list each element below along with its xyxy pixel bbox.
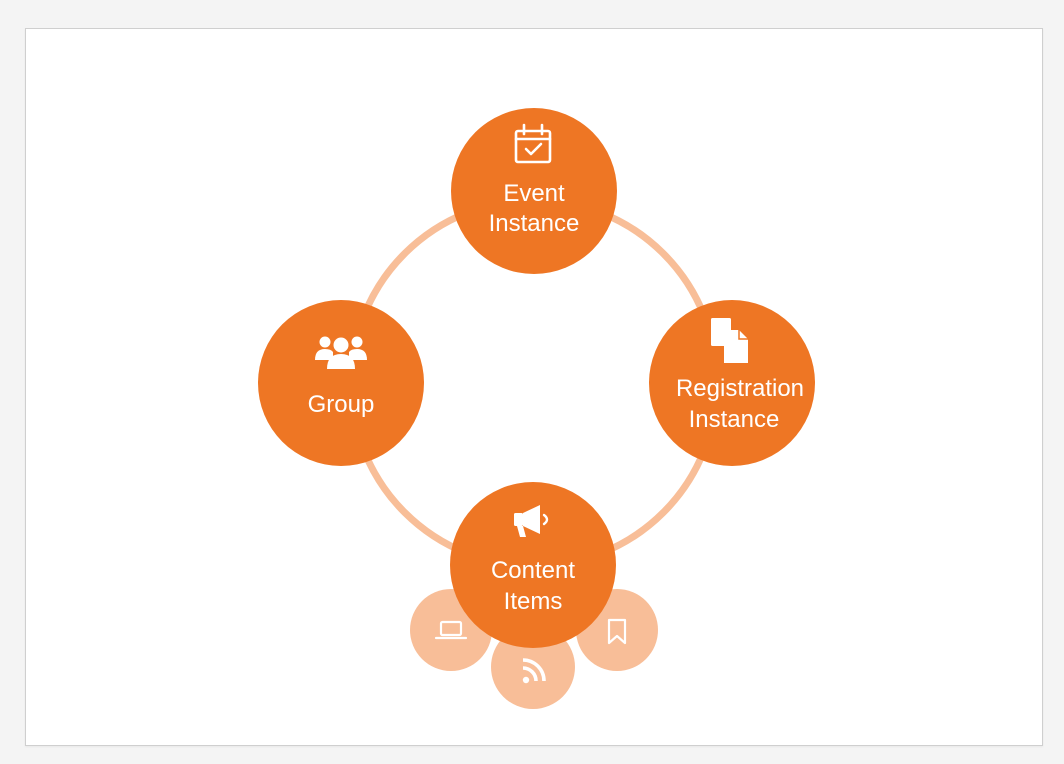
laptop-icon <box>434 620 468 640</box>
node-event-instance: Event Instance <box>451 108 617 274</box>
users-icon <box>315 336 367 369</box>
node-registration-instance-line1: Registration <box>676 375 804 402</box>
node-group: Group <box>258 300 424 466</box>
node-registration-instance: Registration Instance <box>649 300 815 466</box>
node-content-items-line2: Items <box>504 588 563 615</box>
rss-icon <box>522 658 546 684</box>
node-group-line1: Group <box>308 391 375 418</box>
node-event-instance-line2: Instance <box>489 210 580 237</box>
megaphone-icon <box>514 505 549 537</box>
node-content-items-line1: Content <box>491 557 575 584</box>
satellite-rss <box>491 625 575 709</box>
node-event-instance-line1: Event <box>503 180 565 207</box>
node-content-items: Content Items <box>450 482 616 648</box>
calendar-check-icon <box>514 123 552 164</box>
bookmark-icon <box>607 618 627 645</box>
documents-icon <box>711 318 748 363</box>
node-registration-instance-line2: Instance <box>689 406 780 433</box>
